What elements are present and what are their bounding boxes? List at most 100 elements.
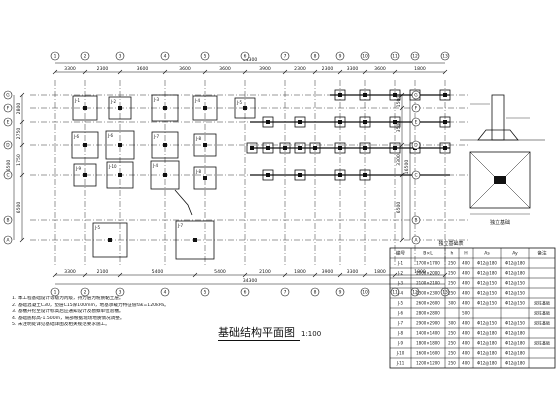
axis-bubble-top: [50, 51, 60, 61]
right-dim-tick: [399, 142, 405, 148]
table-cell: 双柱基础: [534, 340, 550, 346]
strip-footing: [174, 189, 193, 216]
table-cell: 250: [448, 281, 456, 286]
table-cell: 400: [462, 271, 470, 276]
axis-bubble-label: 4: [164, 54, 167, 60]
bottom-dim-tick: [392, 272, 398, 278]
axis-bubble-label: 8: [314, 290, 317, 296]
axis-bubble-left: [3, 140, 13, 150]
table-cell: J-2: [397, 271, 403, 276]
footing-tag: J-2: [110, 99, 116, 104]
axis-bubble-label: D: [414, 143, 418, 149]
column-mark: [83, 106, 87, 110]
column-mark: [108, 238, 112, 242]
table-cell: 250: [448, 361, 456, 366]
table-cell: Φ12@180: [477, 361, 497, 366]
axis-bubble-label: B: [6, 218, 9, 224]
axis-bubble-label: 1: [54, 54, 57, 60]
table-cell: J-4: [397, 291, 403, 296]
axis-bubble-label: E: [415, 120, 418, 126]
title-underline: [218, 340, 300, 341]
left-dim-label: 2800: [16, 103, 22, 115]
table-cell: 1700×1700: [416, 261, 440, 266]
table-cell: 300: [448, 301, 456, 306]
axis-bubble-left: [3, 117, 13, 127]
right-dim-tick: [399, 92, 405, 98]
bottom-dim-tick: [312, 272, 318, 278]
table-cell: Φ12@180: [505, 341, 525, 346]
bottom-dim-tick: [242, 272, 248, 278]
footing-pad: [73, 163, 97, 187]
table-cell: Φ12@180: [505, 261, 525, 266]
table-cell: J-9: [397, 341, 403, 346]
table-cell: 500: [462, 311, 470, 316]
left-dim-tick: [19, 172, 25, 178]
footing-tag: J-8: [195, 136, 201, 141]
top-dim-label: 3900: [259, 66, 271, 72]
axis-bubble-bottom: [280, 287, 290, 297]
axis-bubble-top: [115, 51, 125, 61]
table-cell: Φ12@150: [505, 301, 525, 306]
axis-bubble-left: [3, 170, 13, 180]
top-dim-tick: [442, 69, 448, 75]
table-cell: Φ12@180: [477, 271, 497, 276]
table-title: 独立基础表: [439, 240, 464, 247]
bottom-dim-tick: [192, 272, 198, 278]
column-mark: [203, 106, 207, 110]
right-dim-tick: [399, 105, 405, 111]
top-dim-label: 3600: [219, 66, 231, 72]
axis-bubble-top: [335, 51, 345, 61]
axis-bubble-bottom: [200, 287, 210, 297]
axis-bubble-label: 10: [362, 290, 368, 296]
top-dim-label: 2300: [97, 66, 109, 72]
table-cell: 400: [462, 291, 470, 296]
footing-tag: J-3: [153, 97, 159, 102]
table-header-cell: 备注: [537, 250, 547, 257]
axis-bubble-label: 9: [339, 54, 342, 60]
detail-footing-section: [477, 129, 519, 141]
column-mark: [163, 173, 167, 177]
footing-pad: [175, 220, 215, 260]
footing-detail: 独立基础: [460, 94, 545, 226]
footing-tag: J-6: [107, 133, 113, 138]
axis-bubble-right: [411, 235, 421, 245]
top-dim-tick: [117, 69, 123, 75]
bottom-dim-tick: [282, 272, 288, 278]
table-cell: 250: [448, 291, 456, 296]
footing-pad: [192, 95, 218, 121]
table-cell: 400: [462, 361, 470, 366]
top-dim-label: 1800: [414, 66, 426, 72]
table-cell: Φ12@180: [505, 361, 525, 366]
top-dim-label: 3600: [137, 66, 149, 72]
column-mark: [203, 143, 207, 147]
footing-tag: J-5: [94, 225, 100, 230]
axis-bubble-bottom: [335, 287, 345, 297]
axis-bubble-label: 2: [84, 54, 87, 60]
axis-bubble-label: 13: [442, 54, 448, 60]
bottom-dim-tick: [117, 272, 123, 278]
table-cell: 250: [448, 351, 456, 356]
table-header-cell: B×L: [423, 251, 433, 257]
top-dim-label: 3300: [347, 66, 359, 72]
right-dim-outer-label: 16500: [404, 160, 410, 175]
axis-bubble-left: [3, 215, 13, 225]
axis-bubble-top: [360, 51, 370, 61]
right-dim-label: 1500: [396, 96, 402, 108]
top-dim-tick: [312, 69, 318, 75]
axis-bubble-right: [411, 215, 421, 225]
table-cell: 2000×2000: [416, 271, 440, 276]
table-cell: 400: [462, 331, 470, 336]
footing-tag: J-7: [177, 223, 183, 228]
table-cell: 400: [462, 261, 470, 266]
top-dim-tick: [362, 69, 368, 75]
footing-pad: [193, 166, 217, 190]
note-line: 4. 基础底标高-1.500m，局部根据现场地质情况调整。: [12, 315, 125, 321]
table-cell: 双柱基础: [534, 320, 550, 326]
column-mark: [118, 106, 122, 110]
note-line: 2. 基础混凝土C30，垫层C15厚100mm，地基承载力特征值fak=120k…: [12, 302, 169, 308]
footing-pad: [151, 94, 179, 122]
column-mark: [163, 143, 167, 147]
table-cell: J-10: [396, 351, 405, 356]
